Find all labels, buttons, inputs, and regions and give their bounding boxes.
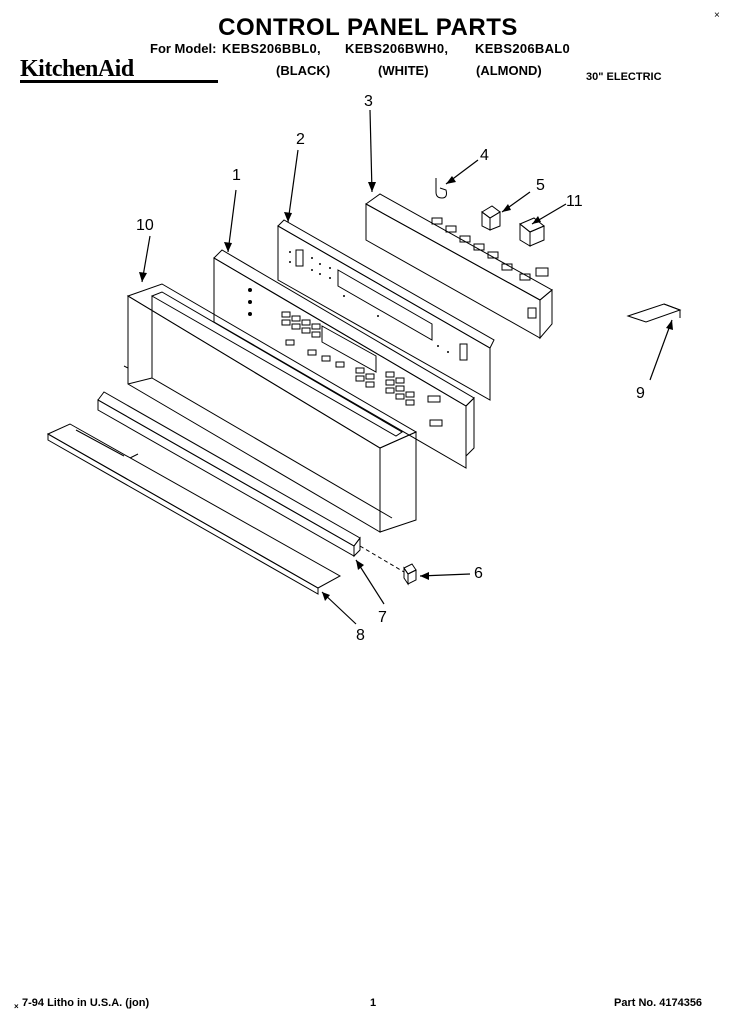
model-number-black: KEBS206BBL0,: [222, 41, 321, 56]
part-3-control-board: [365, 193, 553, 340]
callout-9: 9: [636, 385, 645, 402]
part-8-base-strip: [46, 423, 342, 595]
part-1-control-panel: [213, 249, 475, 469]
model-number-white: KEBS206BWH0,: [345, 41, 449, 56]
brand-logo: KitchenAid: [20, 56, 134, 82]
callout-3: 3: [364, 93, 373, 110]
color-black: (BLACK): [276, 63, 331, 78]
litho-mark: ×: [14, 1002, 19, 1011]
callout-4: 4: [480, 147, 489, 164]
part-7-trim-strip: [97, 391, 361, 558]
callout-7: 7: [378, 609, 387, 626]
part-11-switch: [519, 217, 545, 247]
callout-1: 1: [232, 167, 241, 184]
callout-5: 5: [536, 177, 545, 194]
callout-11: 11: [566, 193, 583, 210]
part-5-bracket: [481, 205, 501, 231]
page-title: CONTROL PANEL PARTS: [218, 14, 518, 41]
part-10-trim-housing: [123, 283, 418, 533]
part-4-clip: [435, 178, 447, 199]
callout-6: 6: [474, 565, 483, 582]
page-number: 1: [370, 997, 377, 1009]
callout-2: 2: [296, 131, 305, 148]
leader-lines: [141, 109, 673, 625]
color-almond: (ALMOND): [476, 63, 542, 78]
part-6-end-clip: [359, 545, 417, 586]
for-model-label: For Model:: [150, 41, 217, 56]
brand-underline: [20, 80, 218, 83]
leader-arrowheads: [139, 176, 673, 601]
electric-label: 30" ELECTRIC: [586, 71, 662, 83]
litho-text: 7-94 Litho in U.S.A. (jon): [22, 997, 150, 1009]
part-2-overlay: [277, 219, 495, 401]
corner-mark: ×: [714, 10, 720, 21]
callout-8: 8: [356, 627, 365, 644]
color-white: (WHITE): [378, 63, 429, 78]
part-9-side-bracket: [626, 303, 682, 323]
part-number: Part No. 4174356: [614, 997, 703, 1009]
model-number-almond: KEBS206BAL0: [475, 41, 571, 56]
callout-10: 10: [136, 217, 154, 234]
